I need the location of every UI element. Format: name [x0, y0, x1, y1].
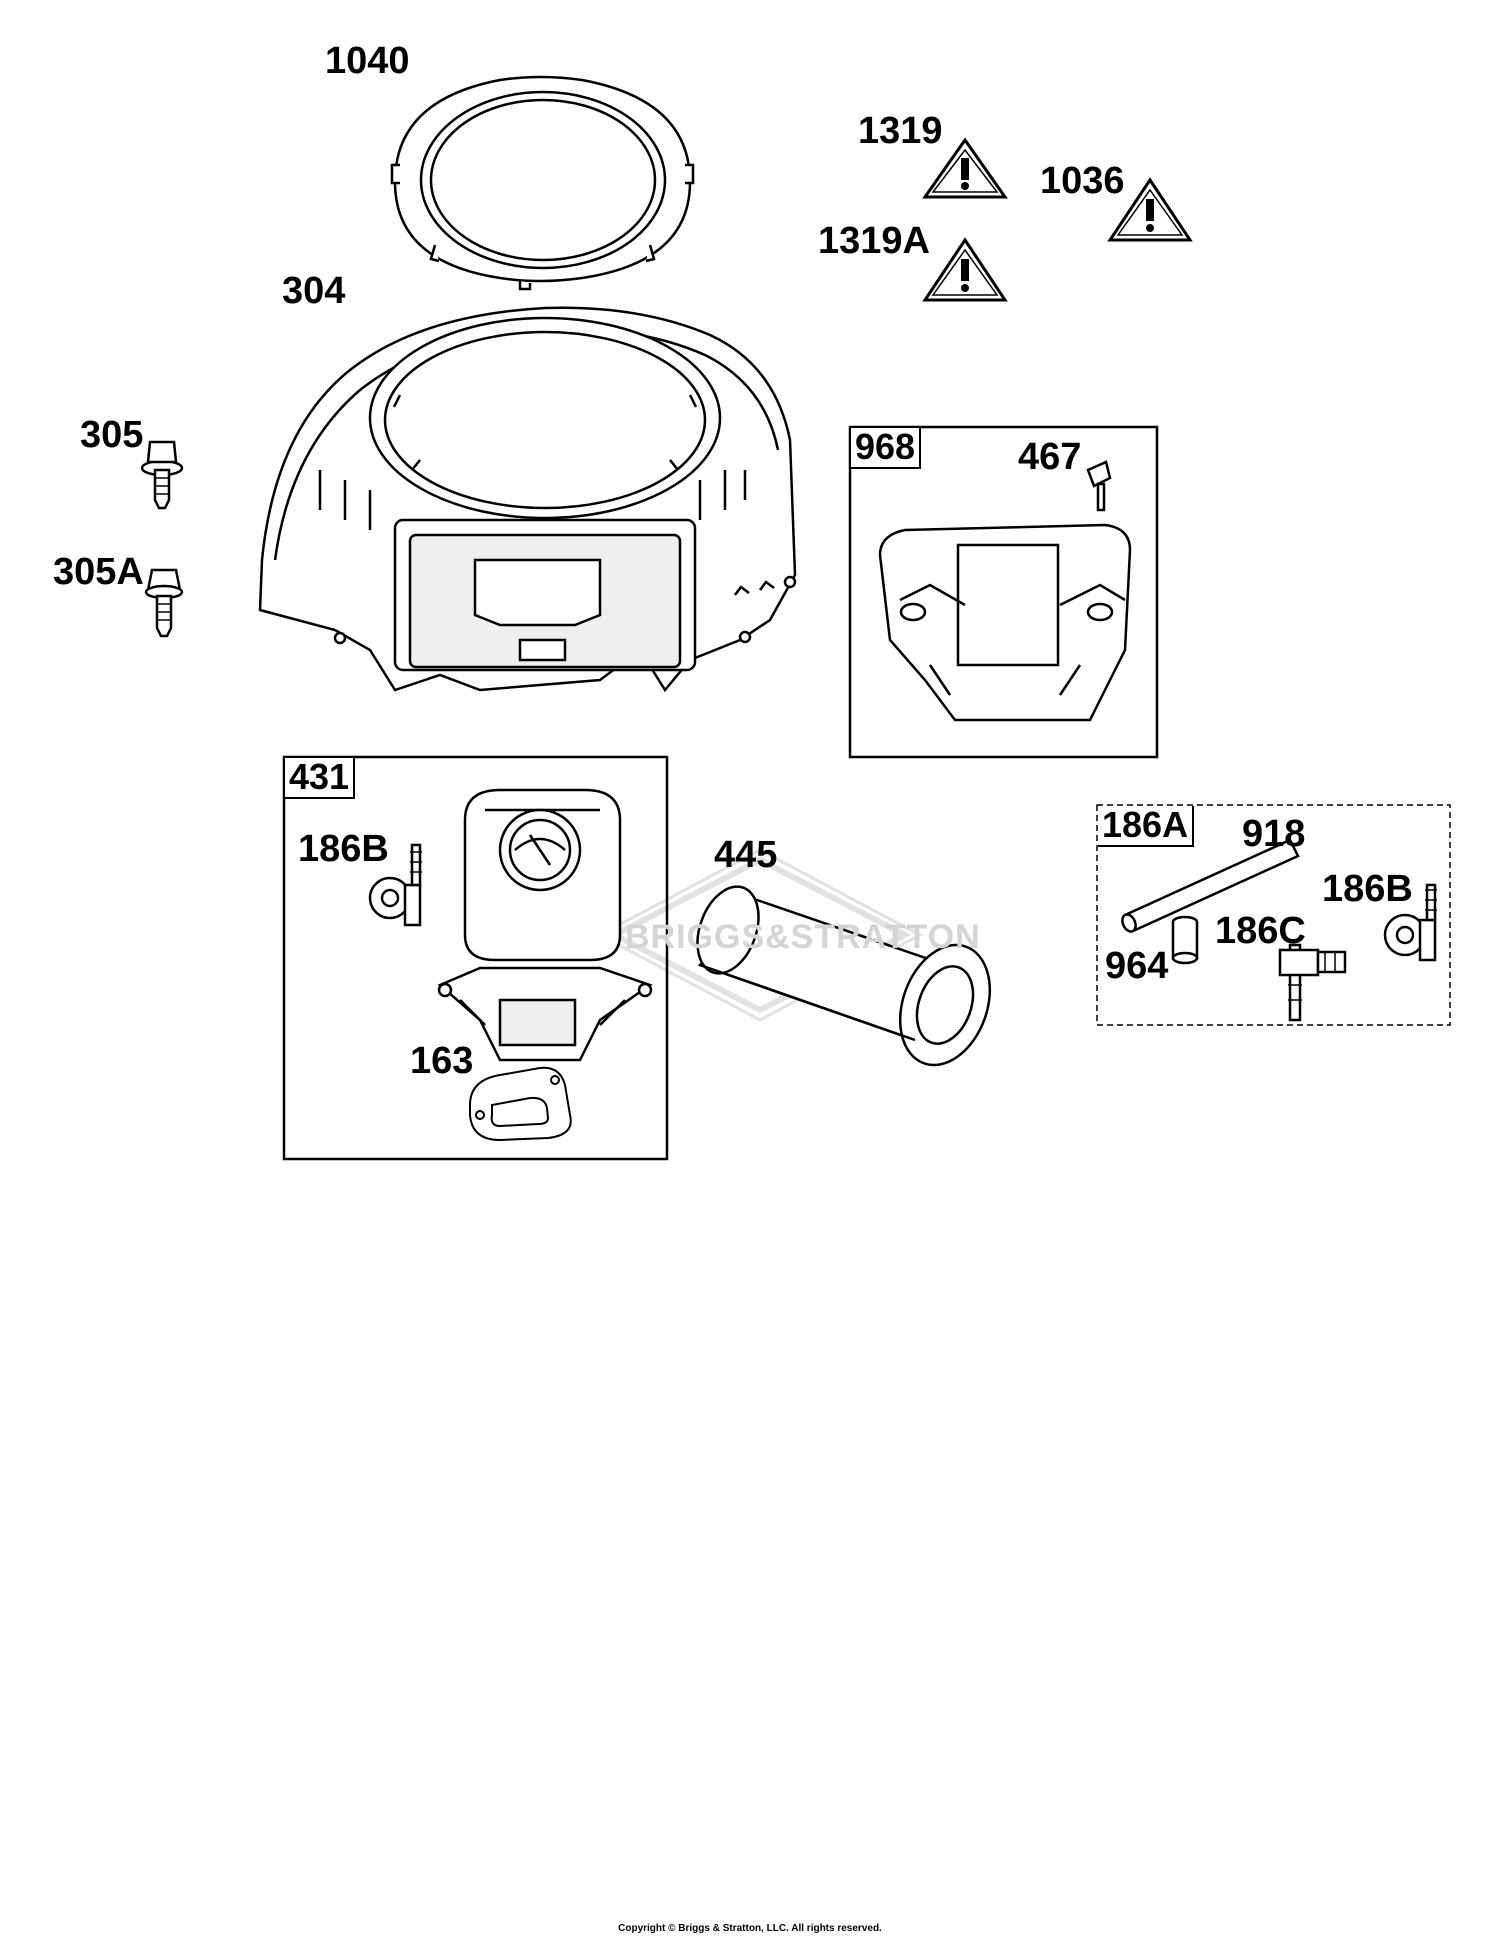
label-305: 305: [80, 414, 144, 456]
part-1040-ring: [390, 75, 695, 291]
label-1319a: 1319A: [818, 220, 930, 262]
part-186b-left-fitting: [368, 843, 422, 927]
watermark-logo: [596, 848, 924, 1022]
label-1319: 1319: [858, 110, 943, 152]
part-1036-decal: [1107, 177, 1193, 242]
part-964-sleeve: [1171, 915, 1199, 965]
kit-186a-box: [1096, 804, 1451, 1026]
label-1036: 1036: [1040, 160, 1125, 202]
kit-431-box: [282, 755, 669, 1161]
copyright-notice: Copyright © Briggs & Stratton, LLC. All …: [618, 1923, 882, 1934]
kit-968-box: [848, 425, 1159, 759]
part-431-air-cleaner-base: [437, 788, 653, 1062]
label-186b-right: 186B: [1322, 868, 1413, 910]
label-431: 431: [285, 758, 356, 799]
label-186a: 186A: [1098, 806, 1195, 847]
label-964: 964: [1105, 945, 1169, 987]
part-445-filter: [696, 885, 992, 1067]
label-305a: 305A: [53, 551, 144, 593]
part-305a-bolt: [144, 568, 184, 638]
label-304: 304: [282, 270, 346, 312]
label-968: 968: [851, 428, 922, 469]
part-186c-elbow: [1278, 943, 1347, 1022]
label-918: 918: [1242, 813, 1306, 855]
label-445: 445: [714, 834, 778, 876]
label-186b-left: 186B: [298, 828, 389, 870]
label-1040: 1040: [325, 40, 410, 82]
label-186c: 186C: [1215, 910, 1306, 952]
part-918-hose: [1121, 838, 1300, 933]
label-467: 467: [1018, 436, 1082, 478]
part-305-bolt: [140, 440, 184, 510]
label-163: 163: [410, 1040, 474, 1082]
part-186b-right-fitting: [1383, 883, 1437, 962]
part-304-blower-housing: [258, 306, 797, 693]
part-1319-decal: [922, 137, 1008, 199]
part-467-screw: [1086, 460, 1112, 512]
watermark-text: BRIGGS&STRATTON: [625, 918, 981, 956]
part-163-gasket: [469, 1066, 572, 1142]
part-1319a-decal: [922, 237, 1008, 302]
part-968-cover: [878, 523, 1132, 722]
